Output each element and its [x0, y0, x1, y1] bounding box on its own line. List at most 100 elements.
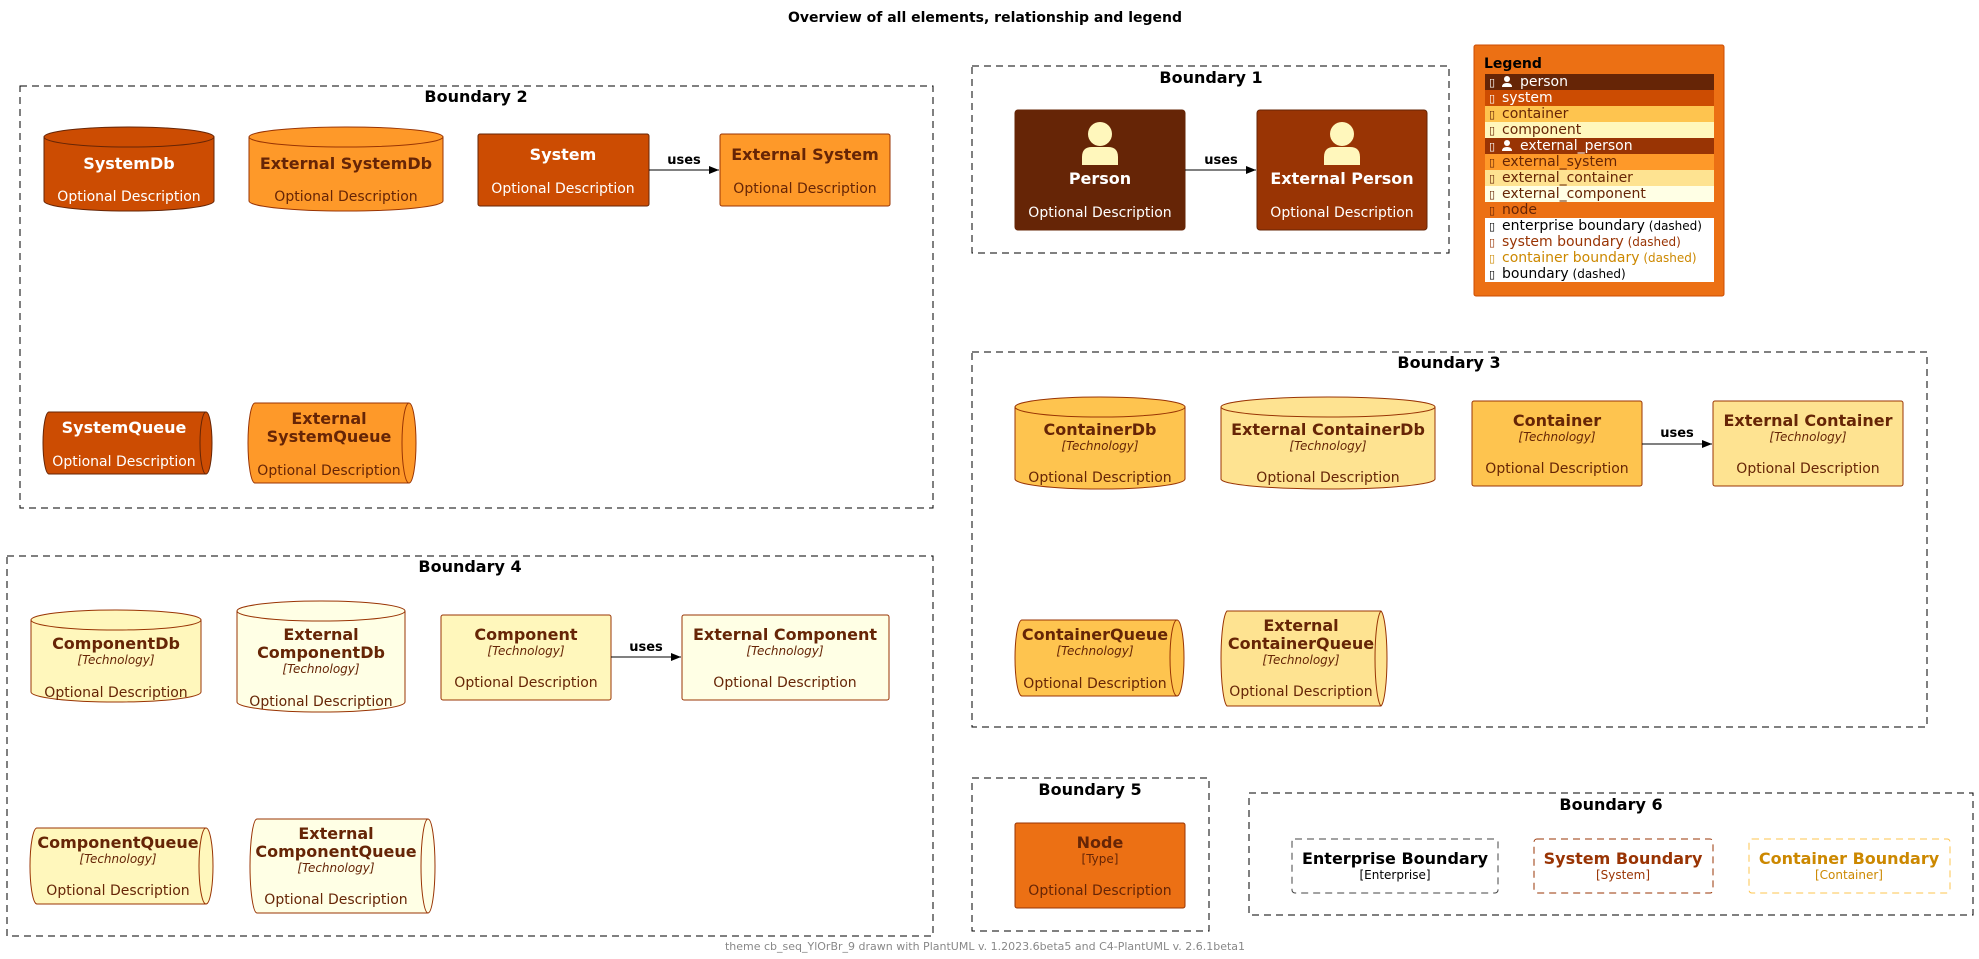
legend-row: ▯container: [1485, 106, 1714, 122]
legend-glyph: ▯: [1489, 156, 1495, 169]
relation-component-uses: uses: [611, 640, 681, 661]
external-system-queue[interactable]: External SystemQueue Optional Descriptio…: [247, 402, 417, 484]
legend-glyph: ▯: [1489, 268, 1495, 281]
relation-label: uses: [667, 153, 701, 168]
external-person[interactable]: External Person Optional Description: [1256, 109, 1428, 231]
external-system-queue-name-line1: External: [291, 409, 366, 428]
boundary-6: Boundary 6: [1248, 792, 1974, 916]
external-container-db-technology: [Technology]: [1289, 439, 1366, 453]
container-db[interactable]: ContainerDb [Technology] Optional Descri…: [1014, 396, 1186, 490]
legend-label: boundary (dashed): [1502, 266, 1626, 282]
component-db[interactable]: ComponentDb [Technology] Optional Descri…: [30, 609, 202, 703]
external-system-db-description: Optional Description: [274, 189, 417, 205]
boundary-6-label: Boundary 6: [1559, 795, 1662, 814]
external-system-name: External System: [731, 145, 879, 164]
external-container-db[interactable]: External ContainerDb [Technology] Option…: [1220, 396, 1436, 490]
component-queue[interactable]: ComponentQueue [Technology] Optional Des…: [29, 827, 214, 905]
external-person-description: Optional Description: [1270, 205, 1413, 221]
legend-swatch: [1485, 266, 1714, 282]
component[interactable]: Component [Technology] Optional Descript…: [440, 614, 612, 701]
container-db-technology: [Technology]: [1061, 439, 1138, 453]
external-container-db-name: External ContainerDb: [1231, 420, 1425, 439]
legend-label: system: [1502, 90, 1553, 106]
legend-row: ▯component: [1485, 122, 1714, 138]
legend-row: ▯ external_component: [1485, 186, 1714, 202]
node[interactable]: Node [Type] Optional Description: [1014, 822, 1186, 909]
person-description: Optional Description: [1028, 205, 1171, 221]
enterprise-boundary-type: [Enterprise]: [1359, 868, 1430, 882]
relation-system-uses: uses: [649, 153, 719, 174]
external-system-db[interactable]: External SystemDb Optional Description: [248, 126, 444, 212]
legend-glyph: ▯: [1489, 188, 1495, 201]
container-db-name: ContainerDb: [1044, 420, 1157, 439]
container-technology: [Technology]: [1518, 430, 1595, 444]
boundary-4-label: Boundary 4: [418, 557, 521, 576]
system-boundary-type: [System]: [1596, 868, 1650, 882]
container-boundary[interactable]: Container Boundary [Container]: [1748, 838, 1951, 894]
legend-label: external_component: [1502, 186, 1646, 202]
boundary-1: Boundary 1: [971, 65, 1450, 254]
legend-label-suffix: (dashed): [1645, 219, 1702, 233]
external-system[interactable]: External System Optional Description: [719, 133, 891, 207]
external-component-db-description: Optional Description: [249, 694, 392, 710]
legend-glyph: ▯: [1489, 252, 1495, 265]
legend-glyph: ▯: [1489, 76, 1495, 89]
person[interactable]: Person Optional Description: [1014, 109, 1186, 231]
legend-swatch: [1485, 122, 1714, 138]
legend-swatch: [1485, 106, 1714, 122]
external-container-technology: [Technology]: [1769, 430, 1846, 444]
legend-label: external_person: [1520, 138, 1633, 154]
legend-label: node: [1502, 202, 1537, 218]
container-queue-technology: [Technology]: [1056, 644, 1133, 658]
external-container-queue-name-line1: External: [1263, 616, 1338, 635]
external-container-queue-technology: [Technology]: [1262, 653, 1339, 667]
node-type: [Type]: [1082, 852, 1119, 866]
relation-container-uses: uses: [1642, 426, 1712, 448]
boundary-5: Boundary 5: [971, 777, 1210, 932]
external-component-name: External Component: [693, 625, 877, 644]
system-boundary[interactable]: System Boundary [System]: [1533, 838, 1714, 894]
external-component-db[interactable]: External ComponentDb [Technology] Option…: [236, 600, 406, 713]
container-queue[interactable]: ContainerQueue [Technology] Optional Des…: [1014, 619, 1185, 697]
enterprise-boundary[interactable]: Enterprise Boundary [Enterprise]: [1291, 838, 1499, 894]
container-boundary-type: [Container]: [1815, 868, 1883, 882]
legend-swatch: [1485, 138, 1714, 154]
component-technology: [Technology]: [487, 644, 564, 658]
container[interactable]: Container [Technology] Optional Descript…: [1471, 400, 1643, 487]
external-container-db-description: Optional Description: [1256, 470, 1399, 486]
legend: Legend ▯person▯system▯container▯componen…: [1473, 44, 1725, 297]
external-component-queue-name-line1: External: [298, 824, 373, 843]
legend-row: ▯external_system: [1485, 154, 1714, 170]
system-db[interactable]: SystemDb Optional Description: [43, 126, 215, 212]
legend-label: container boundary (dashed): [1502, 250, 1697, 266]
external-component-queue[interactable]: External ComponentQueue [Technology] Opt…: [249, 818, 436, 914]
legend-swatch: [1485, 250, 1714, 266]
legend-swatch: [1485, 234, 1714, 250]
legend-swatch: [1485, 74, 1714, 90]
legend-swatch: [1485, 202, 1714, 218]
relation-label: uses: [1660, 426, 1694, 441]
external-component-queue-name-line2: ComponentQueue: [255, 842, 416, 861]
component-queue-technology: [Technology]: [79, 852, 156, 866]
external-container-queue-name-line2: ContainerQueue: [1228, 634, 1374, 653]
system-queue[interactable]: SystemQueue Optional Description: [42, 411, 213, 475]
legend-glyph: ▯: [1489, 140, 1495, 153]
external-container-queue[interactable]: External ContainerQueue [Technology] Opt…: [1220, 610, 1388, 707]
legend-row: ▯ boundary (dashed): [1485, 266, 1714, 282]
external-container[interactable]: External Container [Technology] Optional…: [1712, 400, 1904, 487]
footer-caption: theme cb_seq_YlOrBr_9 drawn with PlantUM…: [725, 940, 1245, 953]
legend-glyph: ▯: [1489, 92, 1495, 105]
system[interactable]: System Optional Description: [477, 133, 650, 207]
legend-label-suffix: (dashed): [1624, 235, 1681, 249]
component-queue-description: Optional Description: [46, 883, 189, 899]
system-name: System: [530, 145, 597, 164]
legend-glyph: ▯: [1489, 236, 1495, 249]
component-db-description: Optional Description: [44, 685, 187, 701]
external-component[interactable]: External Component [Technology] Optional…: [681, 614, 890, 701]
system-queue-name: SystemQueue: [62, 418, 187, 437]
external-system-db-name: External SystemDb: [260, 154, 432, 173]
system-boundary-name: System Boundary: [1544, 849, 1703, 868]
legend-label-suffix: (dashed): [1569, 267, 1626, 281]
legend-swatch: [1485, 154, 1714, 170]
